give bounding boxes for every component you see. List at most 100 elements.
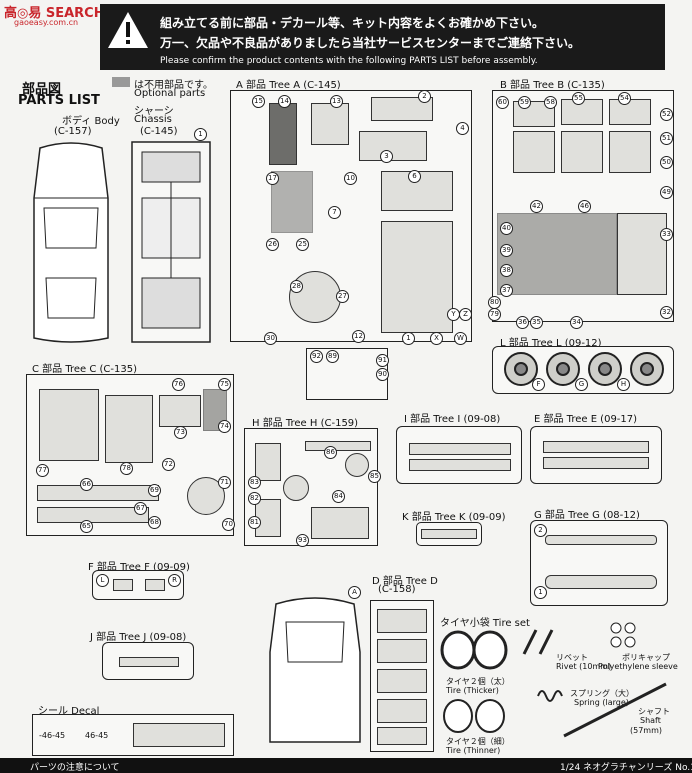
tree-h-part <box>283 475 309 501</box>
tree-h-num: 82 <box>248 492 261 505</box>
body-code: (C-157) <box>54 126 92 137</box>
parts-list-title-jp: 部品図 <box>22 82 62 97</box>
chassis-jp: シャーシ <box>134 106 174 117</box>
spring-en: Spring (large) <box>574 698 629 707</box>
tree-h-part <box>255 443 281 481</box>
body-drawing <box>33 142 109 343</box>
tree-b-num: 51 <box>660 132 673 145</box>
tree-g-num: 2 <box>534 524 547 537</box>
tree-a-num: 92 <box>310 350 323 363</box>
tree-k-label: K 部品 Tree K (09-09) <box>402 512 506 523</box>
tree-b-num: 39 <box>500 244 513 257</box>
tree-a-letter-z: Z <box>459 308 472 321</box>
tree-a-num: 89 <box>326 350 339 363</box>
tree-j-frame <box>102 642 194 680</box>
tree-b-num: 49 <box>660 186 673 199</box>
tree-l-letter: F <box>532 378 545 391</box>
shaft-icon <box>563 682 667 738</box>
tree-c-num: 71 <box>218 476 231 489</box>
footer-bar <box>0 758 692 773</box>
tree-c-part <box>39 389 99 461</box>
tree-e-part <box>543 441 649 453</box>
tree-d-part <box>377 669 427 693</box>
tree-h-num: 85 <box>368 470 381 483</box>
tree-f-letter: L <box>96 574 109 587</box>
tree-i-frame <box>396 426 522 484</box>
tree-g-part <box>545 535 657 545</box>
tree-d-code: (C-158) <box>378 584 416 595</box>
tree-c-frame <box>26 374 234 536</box>
tree-j-part <box>119 657 179 667</box>
tree-i-part <box>409 443 511 455</box>
tree-a-num: 7 <box>328 206 341 219</box>
tree-c-num: 75 <box>218 378 231 391</box>
tree-b-num: 79 <box>488 308 501 321</box>
tree-h-label: H 部品 Tree H (C-159) <box>252 418 359 429</box>
poly-jp: ポリキャップ <box>622 653 670 662</box>
chassis-code: (C-145) <box>140 126 178 137</box>
tire-thick-en: Tire (Thicker) <box>446 686 499 695</box>
watermark-logo: 高◎易 SEARCH <box>4 6 105 21</box>
tree-l-letter: H <box>617 378 630 391</box>
tree-a-num: 3 <box>380 150 393 163</box>
tree-a-num: 26 <box>266 238 279 251</box>
tree-a-part <box>359 131 427 161</box>
tree-a-label: A 部品 Tree A (C-145) <box>236 80 341 91</box>
chassis-part-number: 1 <box>194 128 207 141</box>
tree-a-part <box>381 221 453 333</box>
optional-swatch <box>112 77 130 87</box>
tree-a-num: 1 <box>402 332 415 345</box>
body-jp: ボディ <box>62 116 92 127</box>
tree-a-num: 6 <box>408 170 421 183</box>
tree-b-num: 35 <box>530 316 543 329</box>
wheel-part <box>546 352 580 386</box>
tree-a-num: 17 <box>266 172 279 185</box>
tree-i-label: I 部品 Tree I (09-08) <box>404 414 501 425</box>
tree-b-num: 59 <box>518 96 531 109</box>
chassis-en: Chassis <box>134 114 172 125</box>
tire-thin-jp: タイヤ２個（細） <box>446 737 510 746</box>
tree-b-num: 58 <box>544 96 557 109</box>
tree-b-num: 34 <box>570 316 583 329</box>
tree-a-part <box>381 171 453 211</box>
tree-b-num: 54 <box>618 92 631 105</box>
tree-c-num: 77 <box>36 464 49 477</box>
tree-f-letter: R <box>168 574 181 587</box>
tree-g-part <box>545 575 657 589</box>
tree-h-part <box>345 453 369 477</box>
banner-line-2: 万一、欠品や不良品がありましたら当社サービスセンターまでご連絡下さい。 <box>160 36 581 50</box>
tree-d-part <box>377 639 427 663</box>
rivet-icon <box>522 629 554 655</box>
tree-a-num: 14 <box>278 95 291 108</box>
tree-a-part <box>269 103 297 165</box>
tree-d-frame <box>370 600 434 752</box>
tree-b-num: 46 <box>578 200 591 213</box>
tree-a-letter-w: W <box>454 332 467 345</box>
tree-b-num: 40 <box>500 222 513 235</box>
tree-a-num: 28 <box>290 280 303 293</box>
tree-c-num: 66 <box>80 478 93 491</box>
tire-set-title: タイヤ小袋 Tire set <box>440 618 530 629</box>
tree-i-part <box>409 459 511 471</box>
tree-b-num: 50 <box>660 156 673 169</box>
wheel-part <box>588 352 622 386</box>
tree-a-num: 91 <box>376 354 389 367</box>
tree-c-num: 74 <box>218 420 231 433</box>
tree-a-num: 10 <box>344 172 357 185</box>
tree-c-part <box>37 507 149 523</box>
decal-plate-1: -46-45 <box>39 731 66 740</box>
tree-h-part <box>305 441 371 451</box>
spring-icon <box>537 690 563 702</box>
tree-a-frame <box>230 90 472 342</box>
tree-b-frame <box>492 90 674 322</box>
tree-e-part <box>543 457 649 469</box>
tree-g-label: G 部品 Tree G (08-12) <box>534 510 640 521</box>
tree-d-letter: A <box>348 586 361 599</box>
parts-list-title-en: PARTS LIST <box>18 93 100 108</box>
tree-b-num: 38 <box>500 264 513 277</box>
body-en: Body <box>94 116 120 127</box>
footer-right: 1/24 ネオグラチャンリーズ No.18 <box>560 763 692 773</box>
decal-strip <box>133 723 225 747</box>
tree-b-part <box>513 131 555 173</box>
tree-b-num: 33 <box>660 228 673 241</box>
